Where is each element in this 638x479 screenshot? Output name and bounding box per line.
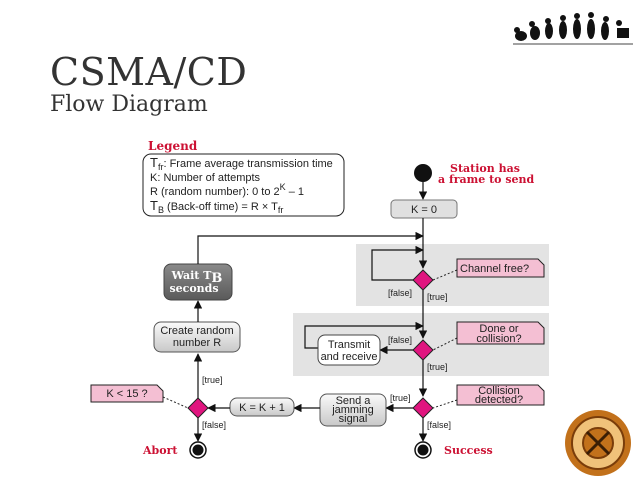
start-label-line2: a frame to send [438,173,535,186]
wait-text-2: seconds [169,282,218,295]
callout-leader-1 [432,269,458,281]
college-seal-logo [565,410,631,476]
jamming-text-3: signal [339,413,368,425]
jamming-text-1: Send a [336,395,372,407]
transmit-text-2: and receive [321,351,378,363]
edge-transmit-loop [304,321,424,349]
k-limit-callout [90,384,164,403]
start-node [414,164,432,182]
k-init-label: K = 0 [411,204,437,216]
callout-leader-2 [432,337,458,351]
label-collision-false: [false] [427,420,451,430]
k-limit-decision [187,397,209,419]
done-collision-text-2: collision? [476,333,521,345]
edge-wait-return [197,231,424,264]
legend-heading: Legend [148,139,198,153]
random-box [153,321,241,353]
legend-line-r: R (random number): 0 to 2K – 1 [150,182,304,198]
label-klimit-true: [true] [202,375,223,385]
slide-title: CSMA/CD [50,50,248,94]
label-collision-true: [true] [390,393,411,403]
channel-free-callout [456,258,545,278]
start-label-line1: Station has [450,162,520,175]
collision-detected-decision [412,397,434,419]
callout-leader-4 [162,396,189,409]
label-channel-false: [false] [388,288,412,298]
legend-line-tb: TB (Back-off time) = R × Tfr [150,198,283,215]
random-text-2: number R [173,337,221,349]
wait-text-1: Wait TB [171,269,223,286]
evolution-image [513,4,633,46]
k-increment-box [229,397,295,417]
k-limit-text: K < 15 ? [106,388,147,400]
k-increment-text: K = K + 1 [239,402,285,414]
legend-line-tfr: Tfr: Frame average transmission time [150,155,333,172]
done-collision-callout [456,321,545,345]
slide-subtitle: Flow Diagram [50,92,208,117]
transmit-text-1: Transmit [328,339,370,351]
label-done-true: [true] [427,362,448,372]
edge-channel-busy-loop [371,245,424,281]
abort-node-inner [192,444,204,456]
done-collision-text-1: Done or [479,323,518,335]
collision-detected-text-1: Collision [478,385,520,397]
channel-free-text: Channel free? [460,263,529,275]
collision-detected-text-2: detected? [475,394,523,406]
abort-label: Abort [142,444,178,457]
transmit-box [317,334,381,366]
legend-line-k: K: Number of attempts [150,172,261,184]
legend-box [142,153,345,217]
jamming-box [319,393,387,427]
jamming-text-2: jamming [331,404,374,416]
label-done-false: [false] [388,335,412,345]
success-label: Success [444,444,493,457]
label-klimit-false: [false] [202,420,226,430]
callout-leader-3 [432,399,458,409]
label-channel-true: [true] [427,292,448,302]
random-text-1: Create random [160,325,233,337]
k-init-box [390,199,458,219]
collision-detected-callout [456,384,545,406]
success-node-inner [417,444,429,456]
